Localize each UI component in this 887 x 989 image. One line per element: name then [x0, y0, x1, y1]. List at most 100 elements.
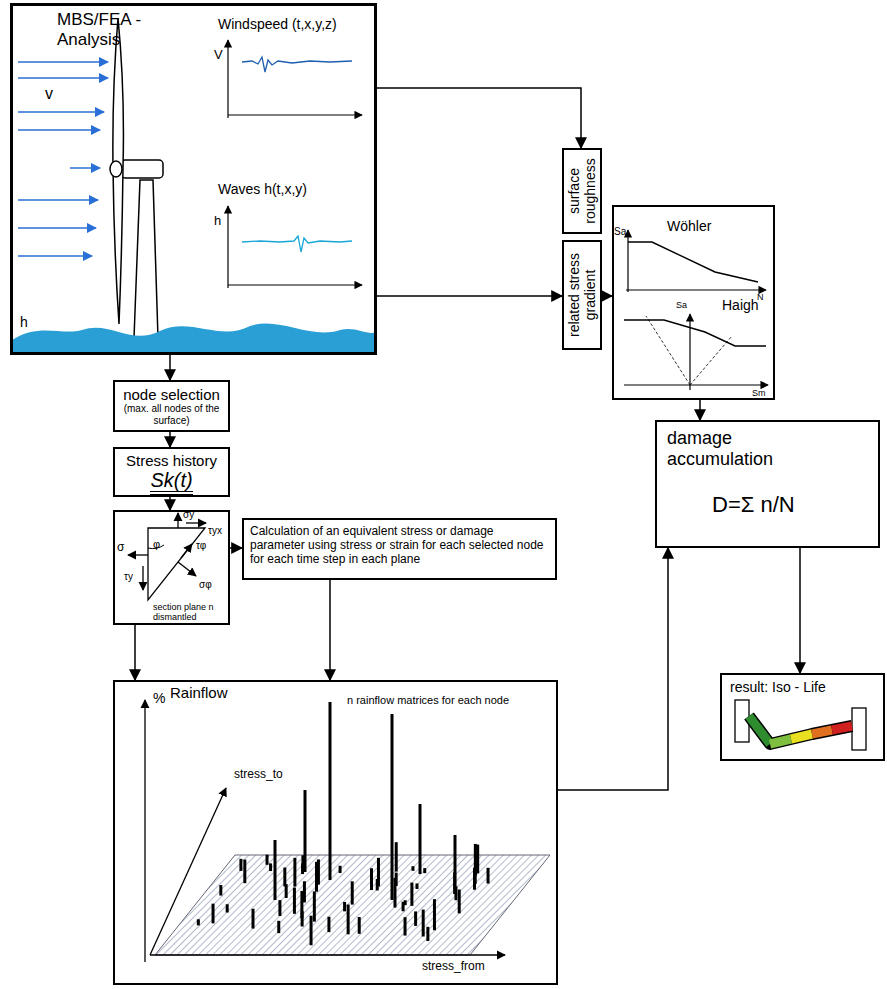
rainflow-bar	[293, 858, 296, 887]
node-title: Calculation of an equivalent stress or d…	[250, 525, 549, 566]
axis-label: V	[214, 48, 223, 63]
node-title: node selection	[119, 386, 224, 403]
flow-arrow	[699, 400, 701, 420]
rainflow-bar	[395, 873, 398, 886]
axis-label: stress_from	[420, 960, 487, 974]
axis-title: Windspeed (t,x,y,z)	[218, 16, 337, 32]
process-box: Calculation of an equivalent stress or d…	[242, 518, 557, 580]
rainflow-bar	[458, 890, 461, 914]
node-text: D=Σ n/N	[712, 492, 795, 517]
analysis-panel: MBS/FEA - Analysis	[10, 3, 377, 355]
node-title: result: Iso - Life	[730, 679, 826, 695]
stress-symbol: σy	[183, 509, 194, 521]
parameter-box: surface roughness	[562, 148, 602, 234]
stress-symbol: τyx	[208, 525, 222, 537]
rainflow-bar	[419, 804, 422, 874]
flow-arrow	[169, 355, 171, 380]
rainflow-bar	[252, 909, 255, 929]
rainflow-bar	[391, 714, 394, 900]
rainflow-bar	[212, 904, 215, 924]
node-text: Sk(t)	[150, 469, 192, 495]
rainflow-bar	[243, 860, 246, 884]
rainflow-bar	[283, 868, 286, 887]
rainflow-bar	[370, 868, 373, 890]
rainflow-bar	[269, 863, 272, 871]
rainflow-bar	[433, 899, 436, 930]
rainflow-bar	[351, 881, 354, 904]
rainflow-bar	[339, 866, 342, 873]
sea-waves	[12, 324, 376, 354]
node-title: surface roughness	[566, 152, 598, 230]
rainflow-bar	[303, 881, 306, 902]
velocity-label: v	[45, 85, 53, 103]
rainflow-bar	[239, 859, 242, 871]
rainflow-bar	[293, 888, 296, 914]
stress-symbol: τφ	[196, 540, 206, 552]
rainflow-bar	[454, 835, 457, 890]
flow-arrow	[377, 295, 562, 297]
axis-label: Sm	[752, 388, 766, 398]
node-title: damage accumulation	[667, 428, 817, 469]
stress-symbol: τy	[124, 571, 133, 583]
axis-label: N	[757, 292, 764, 302]
rainflow-bar	[329, 702, 332, 880]
rainflow-bar	[274, 840, 277, 900]
height-label: h	[20, 314, 28, 330]
axis-label: Sa	[676, 300, 687, 310]
rainflow-bar	[327, 917, 330, 932]
parameter-box: related stress gradient	[562, 240, 602, 350]
stress-symbol: σ	[117, 541, 124, 555]
rainflow-bar	[347, 905, 350, 935]
node-title: section plane n dismantled	[153, 602, 227, 623]
wind-arrows	[18, 62, 108, 256]
rainflow-bar	[315, 862, 318, 892]
flow-arrow	[169, 497, 171, 510]
windspeed-plot	[228, 40, 362, 118]
rainflow-bar	[310, 916, 313, 946]
process-box: damage accumulationD=Σ n/N	[655, 420, 880, 548]
rainflow-bar	[277, 921, 280, 933]
stress-symbol: σφ	[199, 579, 212, 591]
section-plane-element	[128, 513, 206, 600]
node-title: MBS/FEA - Analysis	[57, 10, 177, 49]
rainflow-bar	[301, 911, 304, 926]
node-title: Stress history	[119, 452, 224, 469]
flow-arrow	[602, 295, 612, 297]
flow-arrow	[134, 625, 136, 680]
rainflow-bar	[416, 883, 419, 889]
rainflow-bar	[414, 911, 417, 925]
rainflow-bar	[343, 902, 346, 911]
rainflow-bar	[411, 866, 414, 871]
rainflow-bar	[404, 917, 407, 935]
rainflow-bar	[226, 904, 229, 912]
rainflow-bar	[410, 883, 413, 906]
rainflow-bar	[487, 868, 490, 884]
axis-label: h	[214, 214, 221, 229]
woehler-curve	[626, 230, 766, 292]
axis-label: stress_to	[232, 768, 285, 782]
rainflow-bar	[219, 885, 222, 895]
rainflow-matrix	[145, 700, 550, 962]
flow-arrow	[329, 580, 331, 680]
node-title: related stress gradient	[566, 244, 598, 346]
rainflow-bar	[422, 910, 425, 937]
result-box: result: Iso - Life	[720, 673, 885, 761]
process-box: Stress historySk(t)	[113, 447, 230, 497]
rainflow-bar	[376, 879, 379, 890]
wind-turbine	[110, 18, 163, 338]
note: n rainflow matrices for each node	[345, 694, 511, 707]
rainflow-bar	[474, 844, 477, 876]
rainflow-bar	[395, 842, 398, 871]
rainflow-bar	[423, 868, 426, 873]
flow-arrow	[230, 547, 242, 549]
angle-symbol: φ	[153, 538, 160, 551]
rainflow-bar	[426, 927, 429, 941]
axis-label: %	[151, 690, 167, 706]
flow-arrow	[799, 548, 801, 673]
rainflow-bar	[285, 884, 288, 898]
flow-arrow	[558, 548, 668, 790]
material-curves-box: WöhlerHaigh	[612, 205, 775, 400]
rainflow-box: Rainflow	[113, 680, 558, 985]
flow-arrow	[169, 432, 171, 447]
rainflow-bar	[266, 855, 269, 865]
